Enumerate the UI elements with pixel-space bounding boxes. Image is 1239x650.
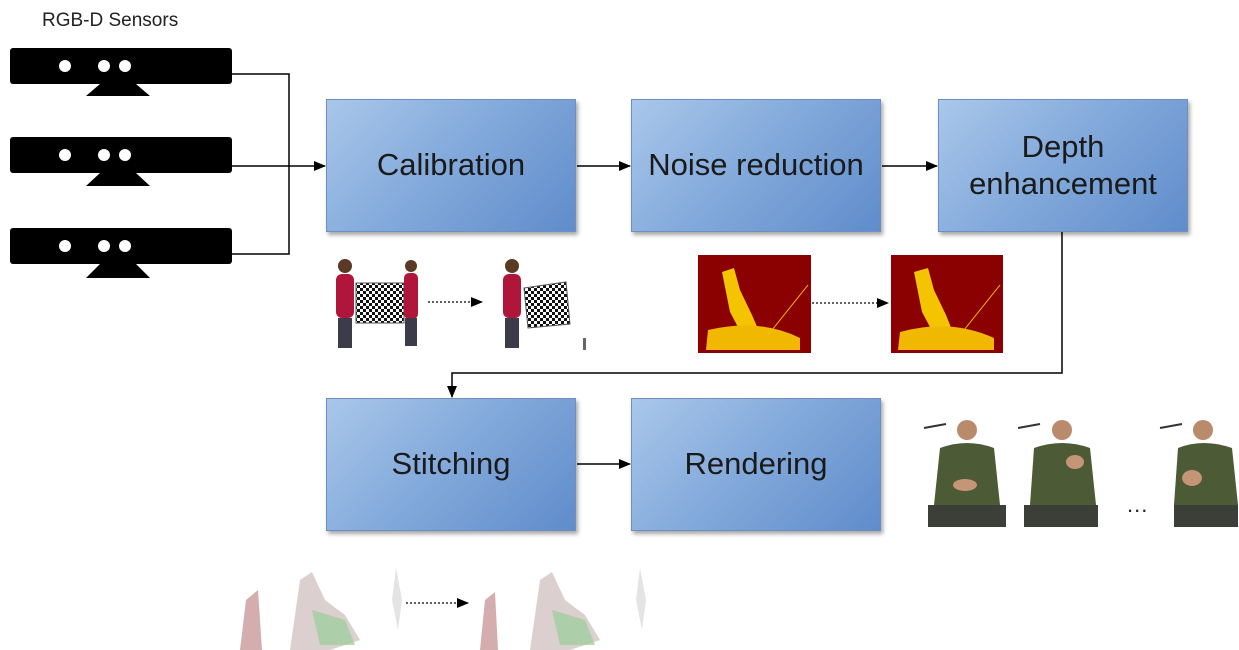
render-frame-2 <box>1017 420 1098 527</box>
depth-enhancement-label: Depth enhancement <box>969 129 1157 201</box>
sensor-1-icon <box>10 48 232 96</box>
stitching-block: Stitching <box>326 398 576 531</box>
sensor-connector <box>232 73 326 255</box>
depth-map-before <box>698 255 811 353</box>
stitching-label: Stitching <box>391 446 511 482</box>
depth-map-after <box>891 255 1003 353</box>
noise-reduction-label: Noise reduction <box>648 147 864 183</box>
render-frame-3 <box>1159 420 1238 527</box>
render-frame-1 <box>923 420 1006 527</box>
depth-enhancement-block: Depth enhancement <box>938 99 1188 232</box>
noise-reduction-block: Noise reduction <box>631 99 881 232</box>
point-cloud-before <box>240 568 402 650</box>
rendering-label: Rendering <box>684 446 828 482</box>
rendering-block: Rendering <box>631 398 881 531</box>
sensor-3-icon <box>10 228 232 278</box>
sensor-2-icon <box>10 137 232 186</box>
point-cloud-after <box>480 568 646 650</box>
checkerboard-photo-before <box>336 259 418 348</box>
calibration-label: Calibration <box>376 147 526 183</box>
more-frames-ellipsis: ... <box>1127 492 1149 517</box>
calibration-block: Calibration <box>326 99 576 232</box>
arrow-depth-stitching <box>447 232 1063 398</box>
checkerboard-photo-after <box>503 259 586 350</box>
sensors-title: RGB-D Sensors <box>42 10 179 31</box>
